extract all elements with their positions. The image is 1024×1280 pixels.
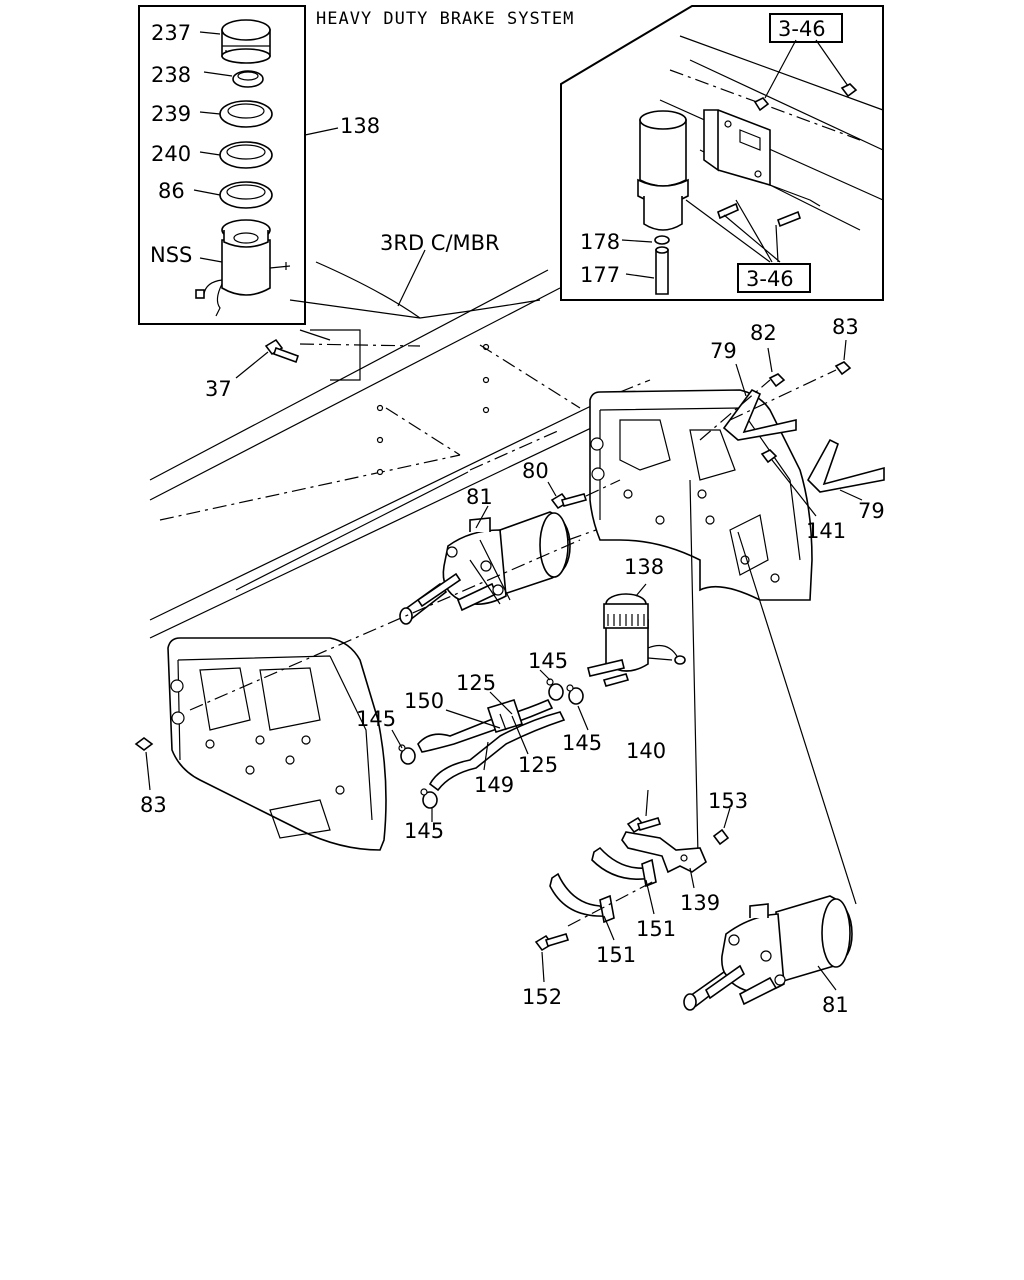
label-145-d: 145 [404,819,444,843]
label-177: 177 [580,263,620,287]
filter-inset-frame [560,5,884,301]
ref-box-bottom [737,263,811,293]
bracket-79-lower-part [807,438,885,493]
booster-81-lower-part [683,895,853,1011]
nut-82-part [768,373,786,388]
label-239: 239 [151,102,191,126]
bolt-152-part [534,933,570,952]
nut-83-upper-part [834,361,852,376]
label-178: 178 [580,230,620,254]
left-frame-plate [167,637,387,851]
label-138-inset: 138 [340,114,380,138]
note-3rd-crossmember: 3RD C/MBR [380,231,500,255]
clamp-151-upper-part [591,846,657,888]
label-140: 140 [626,739,666,763]
gasket-part [219,100,273,128]
label-139: 139 [680,891,720,915]
reservoir-inset: 237 238 239 240 86 NSS 138 [138,5,380,325]
right-mounting-plate [589,389,813,601]
label-37: 37 [205,377,232,401]
label-150: 150 [404,689,444,713]
nut-153-part [712,828,730,846]
label-80: 80 [522,459,549,483]
hose-clamps [398,678,584,809]
label-81-lower: 81 [822,993,849,1017]
label-240: 240 [151,142,191,166]
label-152: 152 [522,985,562,1009]
label-83-lower: 83 [140,793,167,817]
bolt-80-part [550,492,588,510]
frame-rails [149,379,651,639]
label-86: 86 [158,179,185,203]
label-145-b: 145 [356,707,396,731]
label-82: 82 [750,321,777,345]
bolt-37-part [264,338,300,364]
crossmember-3rd [149,261,581,521]
reservoir-138-part [587,593,686,687]
label-79-upper: 79 [710,339,737,363]
ref-box-top [769,13,843,43]
label-141: 141 [806,519,846,543]
nut-141-part [760,449,778,464]
hose-assembly [417,698,566,792]
label-238: 238 [151,63,191,87]
diagram-title: HEAVY DUTY BRAKE SYSTEM [316,9,574,29]
label-145-c: 145 [562,731,602,755]
reservoir-inset-frame [138,5,306,325]
label-237: 237 [151,21,191,45]
nut-83-lower-part [134,737,154,751]
reservoir-cap-part [221,19,271,64]
label-138-main: 138 [624,555,664,579]
label-81-upper: 81 [466,485,493,509]
reservoir-ring-part [219,181,273,209]
label-149: 149 [474,773,514,797]
bolt-140-part [626,816,662,834]
ref-label-bottom: 3-46 [746,267,794,291]
filter-canister-part [637,110,689,295]
label-nss: NSS [150,243,192,267]
booster-81-upper-part [399,511,571,625]
label-151-b: 151 [596,943,636,967]
bracket-79-upper-part [722,388,797,441]
label-145-a: 145 [528,649,568,673]
ref-label-top: 3-46 [778,17,826,41]
strainer-part [219,141,273,169]
clamp-151-lower-part [549,872,615,924]
label-125-a: 125 [456,671,496,695]
label-125-b: 125 [518,753,558,777]
label-79-lower: 79 [858,499,885,523]
seal-ring-part [232,70,264,88]
label-153: 153 [708,789,748,813]
label-151-a: 151 [636,917,676,941]
label-83-upper: 83 [832,315,859,339]
filter-inset: 3-46 3-46 178 177 [560,5,884,301]
bracket-139-part [621,831,707,874]
filter-bracket-part [703,109,771,187]
reservoir-body-part [195,219,291,317]
